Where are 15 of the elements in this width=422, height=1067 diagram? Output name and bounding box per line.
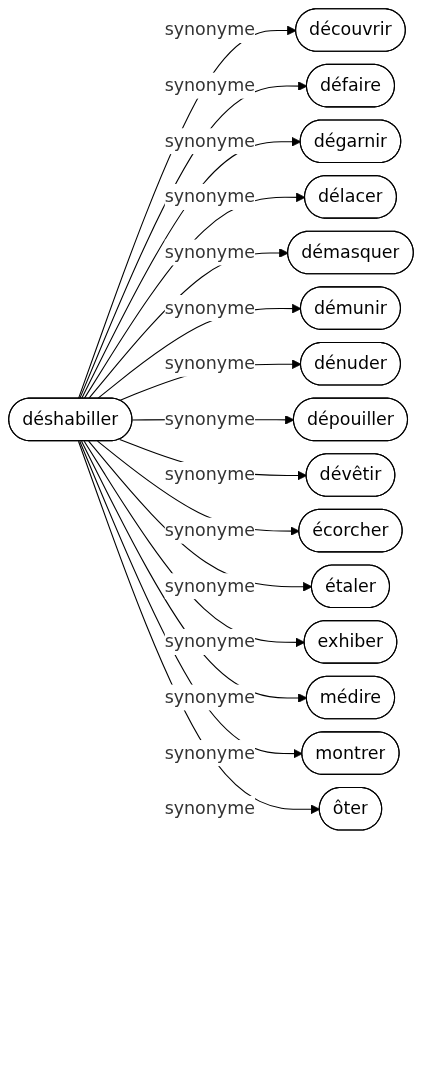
edge-label: synonyme: [164, 408, 255, 430]
edge-label: synonyme: [164, 19, 255, 40]
edge-label: synonyme: [164, 297, 255, 318]
edge-label: synonyme: [164, 797, 255, 819]
edge-label: synonyme: [164, 130, 255, 152]
edge-label: synonyme: [164, 241, 255, 263]
edge-label: synonyme: [164, 630, 255, 652]
edge-label: synonyme: [164, 575, 255, 597]
edge-label: synonyme: [164, 185, 255, 207]
edge-label: synonyme: [164, 352, 255, 374]
edge-label: synonyme: [164, 74, 255, 96]
edge-label: synonyme: [164, 464, 255, 485]
edge-label: synonyme: [164, 686, 255, 708]
edge-label: synonyme: [164, 742, 255, 763]
edge-label: synonyme: [164, 519, 255, 541]
